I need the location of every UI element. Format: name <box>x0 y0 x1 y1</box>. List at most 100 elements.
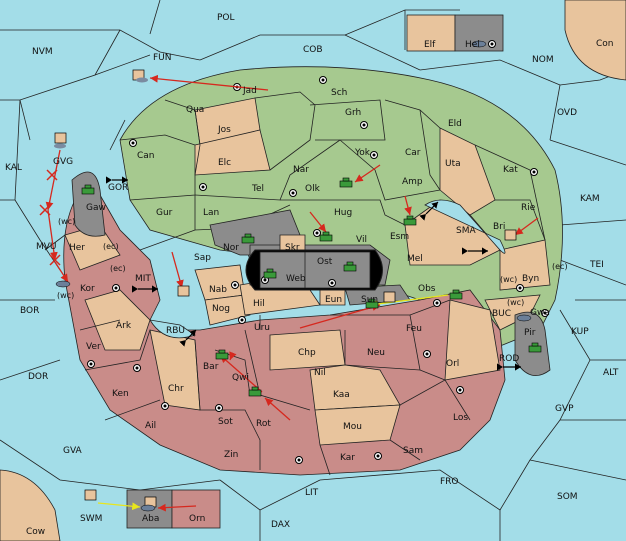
supply-center-icon <box>488 40 496 48</box>
tank-icon[interactable] <box>449 289 463 300</box>
label-sap: Sap <box>194 253 211 263</box>
supply-center-icon <box>87 360 95 368</box>
label-esm: Esm <box>390 232 409 242</box>
province-ark[interactable] <box>84 289 151 351</box>
supply-center-icon <box>328 279 336 287</box>
label-ail: Ail <box>145 421 156 431</box>
province-nog[interactable] <box>204 294 251 326</box>
supply-center-icon <box>215 404 223 412</box>
label-gvp: GVP <box>555 404 574 414</box>
label-gaw: Gaw <box>86 203 106 213</box>
label-byn: Byn <box>522 274 539 284</box>
tank-icon[interactable] <box>263 268 277 279</box>
box-icon[interactable] <box>54 132 67 149</box>
label-rie: Rie <box>521 203 536 213</box>
label-neu: Neu <box>367 348 385 358</box>
supply-center-icon <box>231 281 239 289</box>
province-kaa[interactable] <box>309 364 401 411</box>
label-nom: NOM <box>532 55 554 65</box>
box-icon[interactable] <box>177 285 190 297</box>
province-uta[interactable] <box>439 127 496 216</box>
label-con: Con <box>596 39 614 49</box>
ship-icon[interactable] <box>55 280 71 288</box>
ship-icon[interactable] <box>516 314 532 322</box>
label-feu: Feu <box>406 324 422 334</box>
tank-icon[interactable] <box>365 298 379 309</box>
label-jad: Jad <box>242 86 257 96</box>
label-skr: Skr <box>285 243 300 253</box>
label-dax: DAX <box>271 520 290 530</box>
tank-icon[interactable] <box>403 215 417 226</box>
label-nor: Nor <box>223 243 239 253</box>
label-aba: Aba <box>142 514 159 524</box>
label-rot: Rot <box>256 419 271 429</box>
label-nvm: NVM <box>32 47 53 57</box>
label-sun: Sun <box>361 295 378 305</box>
label-fro: FRO <box>440 477 459 487</box>
tank-icon[interactable] <box>81 184 95 195</box>
province-gaw[interactable] <box>71 171 106 237</box>
label-mit: MIT <box>135 274 151 284</box>
label-eun: Eun <box>325 295 342 305</box>
province-elf[interactable] <box>406 14 456 52</box>
label-buc: BUC <box>492 309 511 319</box>
label-bar: Bar <box>203 362 219 372</box>
tank-icon[interactable] <box>528 342 542 353</box>
label-kam: KAM <box>580 194 600 204</box>
supply-center-icon <box>199 183 207 191</box>
ship-icon[interactable] <box>471 40 487 48</box>
label-cob: COB <box>303 45 323 55</box>
tank-icon[interactable] <box>241 233 255 244</box>
province-byn[interactable] <box>499 239 551 291</box>
box-icon[interactable] <box>132 69 148 83</box>
label-los: Los <box>453 413 468 423</box>
sea-labels: POL NVM FUN COB NOM Con Elf Hel OVD KAL … <box>5 13 619 537</box>
ship-icon[interactable] <box>140 504 156 512</box>
supply-center-icon <box>456 386 464 394</box>
label-wc-gwa: (wc) <box>507 298 524 307</box>
label-mvu: MVU <box>36 242 57 252</box>
province-cow[interactable] <box>0 469 61 541</box>
label-web: Web <box>286 274 306 284</box>
label-amp: Amp <box>402 177 423 187</box>
label-ark: Ark <box>116 321 132 331</box>
label-ec-byn: (ec) <box>552 262 568 271</box>
passage-arrows <box>106 176 521 371</box>
tank-icon[interactable] <box>319 231 333 242</box>
box-icon[interactable] <box>84 489 97 501</box>
label-uta: Uta <box>445 159 461 169</box>
tank-icon[interactable] <box>343 261 357 272</box>
label-uru: Uru <box>254 323 270 333</box>
box-icon[interactable] <box>504 229 517 241</box>
supply-center-icon <box>370 151 378 159</box>
label-elc: Elc <box>218 158 231 168</box>
province-orn[interactable] <box>171 489 221 529</box>
support-arrows <box>97 294 449 511</box>
label-elf: Elf <box>424 40 436 50</box>
label-orl: Orl <box>446 359 459 369</box>
label-nog: Nog <box>212 304 230 314</box>
label-lan: Lan <box>203 208 219 218</box>
tank-icon[interactable] <box>248 386 262 397</box>
label-rbu: RBU <box>166 326 185 336</box>
tank-icon[interactable] <box>339 177 353 188</box>
label-yok: Yok <box>354 148 371 158</box>
label-can: Can <box>137 151 155 161</box>
tank-icon[interactable] <box>215 349 229 360</box>
label-pir: Pir <box>524 328 536 338</box>
label-gor: GOR <box>108 183 128 193</box>
label-dor: DOR <box>28 372 48 382</box>
label-kal: KAL <box>5 163 22 173</box>
label-gva: GVA <box>63 446 83 456</box>
box-icon[interactable] <box>383 291 396 303</box>
supply-center-icon <box>374 452 382 460</box>
province-web[interactable] <box>259 251 371 289</box>
label-mou: Mou <box>343 422 362 432</box>
supply-center-icon <box>516 284 524 292</box>
label-sch: Sch <box>331 88 347 98</box>
supply-center-icon <box>161 402 169 410</box>
label-ovd: OVD <box>557 108 577 118</box>
label-gur: Gur <box>156 208 173 218</box>
supply-center-icon <box>112 284 120 292</box>
